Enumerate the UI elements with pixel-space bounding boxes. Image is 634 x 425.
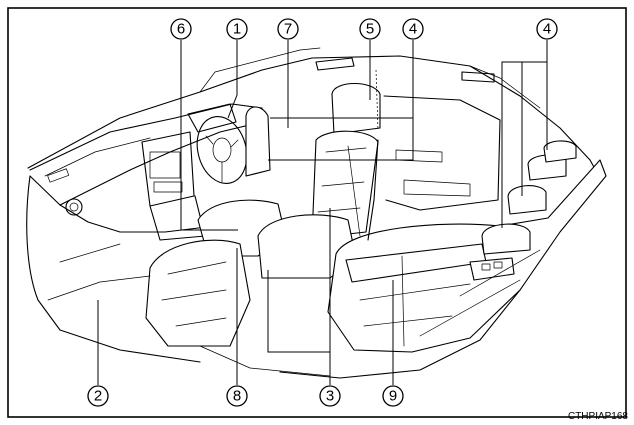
figure-frame [7,7,627,418]
callout-3: 3 [319,385,341,407]
car-body [26,47,601,379]
callout-6: 6 [170,18,192,40]
svg-text:7: 7 [284,21,292,38]
svg-text:8: 8 [233,388,241,405]
callout-9: 9 [382,385,404,407]
svg-text:3: 3 [326,388,334,405]
callout-2: 2 [87,385,109,407]
callout-4-front: 4 [402,18,424,40]
svg-text:5: 5 [366,21,374,38]
figure-code: CTHPIAP168 [567,411,628,422]
floor [47,243,331,377]
svg-text:4: 4 [409,21,417,38]
leader-lines [97,40,548,385]
svg-text:6: 6 [177,21,185,38]
rear-seat [327,140,607,353]
callout-1: 1 [226,18,248,40]
callout-7: 7 [277,18,299,40]
callout-4-rear: 4 [536,18,558,40]
svg-text:1: 1 [233,21,241,38]
steering-wheel [196,116,248,184]
callout-8: 8 [226,385,248,407]
svg-text:2: 2 [94,388,102,405]
callout-5: 5 [359,18,381,40]
svg-text:9: 9 [389,388,397,405]
door-panels [367,69,501,241]
passenger-seat [257,83,381,279]
svg-text:4: 4 [543,21,551,38]
